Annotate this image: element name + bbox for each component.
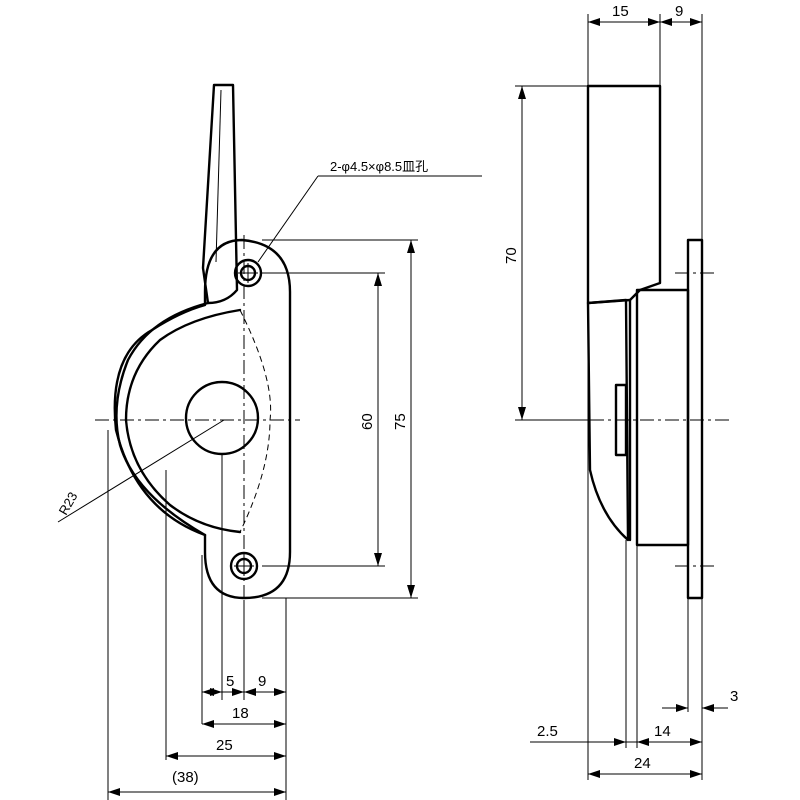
radius-leader bbox=[57, 419, 225, 523]
dim-9-top-label: 9 bbox=[675, 3, 683, 20]
dim-25-label: 25 bbox=[216, 737, 233, 754]
dim-75 bbox=[407, 240, 415, 598]
dim-2-5-14 bbox=[530, 738, 702, 746]
dim-5-label: 5 bbox=[226, 673, 234, 690]
side-backing-plate bbox=[686, 238, 704, 600]
screw-hole-bottom bbox=[229, 551, 259, 581]
dim-3-label: 3 bbox=[730, 688, 738, 705]
crescent-cam-outer bbox=[115, 301, 210, 537]
radius-label: R23 bbox=[56, 489, 81, 517]
dim-14-label: 14 bbox=[654, 723, 671, 740]
dim-15-label: 15 bbox=[612, 3, 629, 20]
side-view: 15 9 70 3 2.5 14 bbox=[503, 3, 738, 780]
front-view: 2-φ4.5×φ8.5皿孔 R23 60 75 bbox=[56, 83, 482, 800]
hole-note-leader bbox=[257, 175, 319, 263]
side-cam-body bbox=[586, 298, 630, 542]
dim-70-label: 70 bbox=[503, 247, 520, 264]
hole-note-label: 2-φ4.5×φ8.5皿孔 bbox=[330, 159, 428, 174]
dim-60 bbox=[374, 273, 382, 566]
dim-3 bbox=[662, 704, 728, 712]
dim-75-label: 75 bbox=[392, 413, 409, 430]
crescent-cam-inner bbox=[124, 308, 242, 534]
hidden-cam-profile bbox=[239, 309, 272, 533]
dim-15-9 bbox=[588, 18, 702, 26]
dim-18-label: 18 bbox=[232, 705, 249, 722]
dim-18 bbox=[202, 720, 286, 728]
dim-38 bbox=[108, 788, 286, 796]
side-inner-block bbox=[614, 383, 628, 457]
dim-5-9 bbox=[202, 600, 286, 700]
dim-9-label: 9 bbox=[258, 673, 266, 690]
side-base-body bbox=[635, 288, 690, 547]
dim-60-label: 60 bbox=[359, 413, 376, 430]
central-boss bbox=[184, 380, 260, 456]
lever-inner-line bbox=[215, 89, 222, 263]
screw-hole-top bbox=[233, 258, 263, 288]
dim-25 bbox=[166, 752, 286, 760]
dim-70 bbox=[518, 86, 526, 420]
dim-2-5-label: 2.5 bbox=[537, 723, 558, 740]
dim-24-label: 24 bbox=[634, 755, 651, 772]
dim-38-label: (38) bbox=[172, 769, 199, 786]
side-lever-body bbox=[586, 84, 662, 305]
base-plate bbox=[113, 238, 292, 600]
dim-24 bbox=[588, 770, 702, 778]
